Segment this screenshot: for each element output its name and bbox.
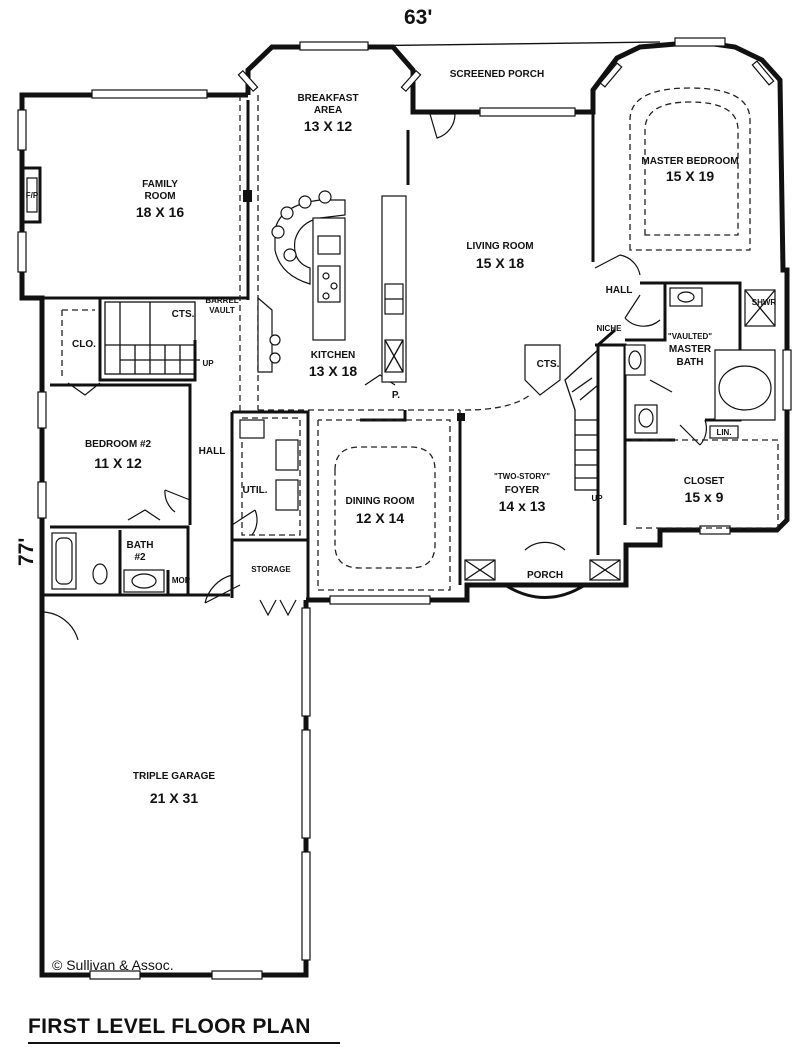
bath2-label-2: #2 xyxy=(134,552,146,563)
screened-porch-label: SCREENED PORCH xyxy=(450,69,544,80)
niche-label: NICHE xyxy=(597,324,623,333)
master-bedroom-label: MASTER BEDROOM xyxy=(641,156,738,167)
garage-label: TRIPLE GARAGE xyxy=(133,771,216,782)
porch xyxy=(457,413,621,599)
hall-label-1: HALL xyxy=(199,446,226,457)
breakfast-size: 13 X 12 xyxy=(304,118,352,134)
breakfast-label: BREAKFAST xyxy=(297,93,358,104)
copyright-text: © Sullivan & Assoc. xyxy=(52,957,174,973)
master-bath-note: "VAULTED" xyxy=(668,332,712,341)
dining-room-label: DINING ROOM xyxy=(346,496,415,507)
closet-small-label: CLO. xyxy=(72,339,96,350)
kitchen-fixtures xyxy=(257,190,407,383)
family-room-label: FAMILY xyxy=(142,179,178,190)
kitchen-size: 13 X 18 xyxy=(309,363,357,379)
title-underline xyxy=(28,1042,340,1044)
room-labels: SCREENED PORCH BREAKFAST AREA 13 X 12 FA… xyxy=(85,69,739,806)
utility-label: UTIL. xyxy=(243,485,268,496)
dining-room-size: 12 X 14 xyxy=(356,510,404,526)
exterior-wall xyxy=(245,44,448,115)
post xyxy=(243,190,252,202)
living-room-label: LIVING ROOM xyxy=(466,241,533,252)
kitchen-label: KITCHEN xyxy=(311,350,355,361)
depth-dimension: 77' xyxy=(15,538,38,566)
master-bath-label: MASTER xyxy=(669,344,712,355)
master-bath-fixtures xyxy=(624,287,776,439)
breakfast-label-2: AREA xyxy=(314,105,342,116)
ceiling-lines xyxy=(61,87,779,591)
bath2-fixtures xyxy=(51,532,165,593)
barrel-vault-label: BARREL xyxy=(205,296,238,305)
bath2-label: BATH xyxy=(126,540,153,551)
foyer-label: FOYER xyxy=(505,485,540,496)
pantry-label: P. xyxy=(392,390,400,401)
porch-label: PORCH xyxy=(527,570,563,581)
foyer-note: "TWO-STORY" xyxy=(494,472,550,481)
closet-label: CLOSET xyxy=(684,476,725,487)
closet-size: 15 x 9 xyxy=(685,489,724,505)
cts-label-1: CTS. xyxy=(172,309,195,320)
barrel-vault-label-2: VAULT xyxy=(209,306,235,315)
master-bath-label-2: BATH xyxy=(676,357,703,368)
linen-label: LIN. xyxy=(716,428,731,437)
stairs-up-label-2: UP xyxy=(591,494,603,503)
cts-label-2: CTS. xyxy=(537,359,560,370)
stairs-up-label-1: UP xyxy=(202,359,214,368)
shower-label: SHWR xyxy=(752,298,777,307)
master-bedroom-size: 15 X 19 xyxy=(666,168,714,184)
mop-label: MOP xyxy=(172,576,191,585)
windows xyxy=(17,37,792,980)
width-dimension: 63' xyxy=(404,6,432,29)
stairs-left xyxy=(104,301,200,375)
garage-size: 21 X 31 xyxy=(150,790,198,806)
utility-fixtures xyxy=(239,419,299,511)
doors xyxy=(41,113,707,650)
plan-title: FIRST LEVEL FLOOR PLAN xyxy=(28,1015,311,1038)
living-room-size: 15 X 18 xyxy=(476,255,524,271)
foyer-size: 14 x 13 xyxy=(499,498,546,514)
bedroom2-size: 11 X 12 xyxy=(94,455,142,471)
family-room-label-2: ROOM xyxy=(144,191,175,202)
hall-label-2: HALL xyxy=(606,285,633,296)
small-labels: F/P CLO. CTS. BARREL VAULT UP HALL UTIL.… xyxy=(26,191,777,585)
stairs-foyer xyxy=(524,344,599,491)
family-room-size: 18 X 16 xyxy=(136,204,184,220)
exterior-wall-master xyxy=(306,39,790,603)
fireplace-label: F/P xyxy=(26,191,39,200)
fireplace-icon xyxy=(22,166,42,224)
storage-label: STORAGE xyxy=(251,565,291,574)
bedroom2-label: BEDROOM #2 xyxy=(85,439,152,450)
